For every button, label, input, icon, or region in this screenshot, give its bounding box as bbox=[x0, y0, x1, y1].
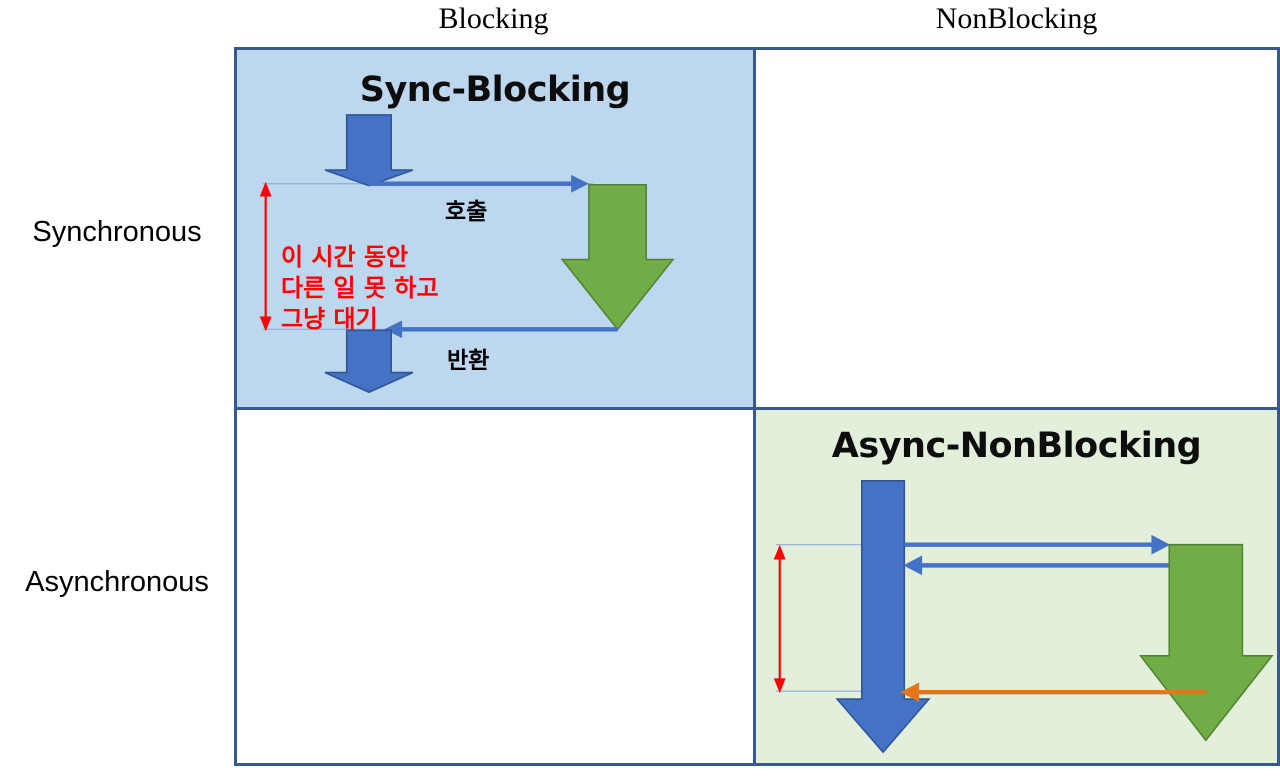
label-call-sync: 호출 bbox=[445, 199, 488, 225]
sync-blocking-diagram bbox=[259, 114, 675, 394]
free-duration-arrow-icon bbox=[773, 544, 786, 694]
label-blocked-duration-note: 이 시간 동안 다른 일 못 하고 그냥 대기 bbox=[281, 242, 439, 335]
matrix-grid: Sync-Blocking bbox=[234, 47, 1280, 766]
column-header-blocking: Blocking bbox=[438, 2, 549, 35]
caller-continuous-arrow-icon bbox=[835, 480, 931, 754]
call-with-callback-arrow-icon bbox=[904, 534, 1171, 555]
quadrant-async-blocking bbox=[234, 407, 756, 766]
row-header-asynchronous: Asynchronous bbox=[25, 566, 209, 598]
blocked-note-line-2: 다른 일 못 하고 bbox=[281, 274, 439, 302]
quadrant-title-async-nonblocking: Async-NonBlocking bbox=[831, 426, 1202, 466]
quadrant-sync-blocking: Sync-Blocking bbox=[234, 47, 756, 410]
quadrant-sync-nonblocking bbox=[753, 47, 1280, 410]
call-arrow-icon bbox=[368, 174, 589, 193]
label-return-sync: 반환 bbox=[447, 348, 490, 374]
callback-invoke-arrow-icon bbox=[900, 682, 1206, 703]
caller-down-arrow-after-icon bbox=[324, 329, 414, 394]
quadrant-title-sync-blocking: Sync-Blocking bbox=[359, 70, 631, 110]
return-arrow-icon bbox=[384, 320, 618, 339]
callee-work-arrow-icon bbox=[560, 183, 675, 331]
callee-work-arrow-icon bbox=[1138, 543, 1274, 742]
caller-down-arrow-before-icon bbox=[324, 114, 414, 187]
row-header-synchronous: Synchronous bbox=[32, 216, 202, 248]
immediate-return-arrow-icon bbox=[903, 555, 1170, 576]
blocked-note-line-1: 이 시간 동안 bbox=[281, 243, 409, 271]
blocked-duration-arrow-icon bbox=[259, 181, 272, 332]
blocked-note-line-3: 그냥 대기 bbox=[281, 305, 378, 333]
column-header-nonblocking: NonBlocking bbox=[935, 2, 1098, 35]
quadrant-async-nonblocking: Async-NonBlocking bbox=[753, 407, 1280, 766]
async-nonblocking-diagram bbox=[773, 480, 1274, 754]
